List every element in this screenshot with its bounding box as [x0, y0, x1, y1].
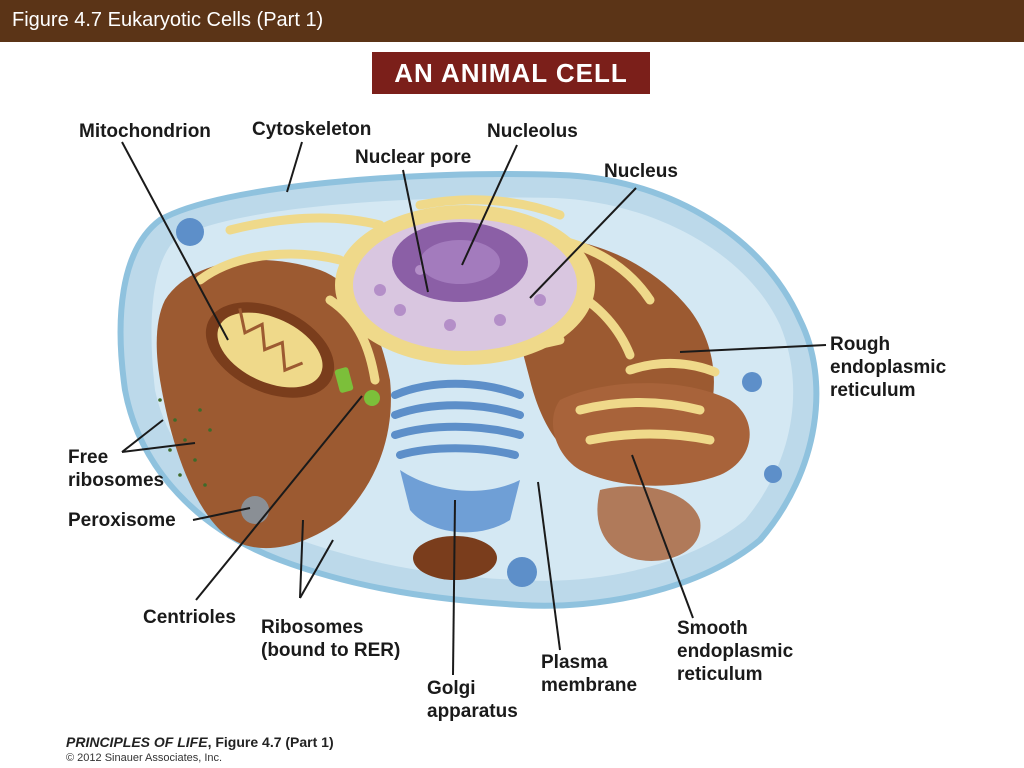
label-ribosomes-line2: (bound to RER)	[261, 640, 401, 661]
figure-reference: , Figure 4.7 (Part 1)	[207, 734, 334, 750]
figure-title: Figure 4.7 Eukaryotic Cells (Part 1)	[12, 9, 324, 31]
label-golgi-line2: apparatus	[427, 701, 518, 722]
centriole-a	[334, 367, 354, 393]
centriole-b	[364, 390, 380, 406]
label-rough-er-line3: reticulum	[830, 380, 916, 401]
leader-lines	[121, 141, 827, 676]
vesicle-1	[176, 218, 204, 246]
brown-lobe-bottom	[597, 486, 701, 561]
vesicle-2	[742, 372, 762, 392]
label-peroxisome: Peroxisome	[68, 510, 176, 531]
label-nucleolus: Nucleolus	[487, 121, 578, 142]
label-rough-er-line1: Rough	[830, 334, 891, 355]
label-free-ribosomes-line1: Free	[68, 447, 109, 468]
label-nucleus: Nucleus	[604, 161, 678, 182]
label-plasma-membrane-line1: Plasma	[541, 652, 608, 673]
copyright-notice: © 2012 Sinauer Associates, Inc.	[66, 752, 223, 764]
label-plasma-membrane-line2: membrane	[541, 675, 638, 696]
label-nuclear-pore: Nuclear pore	[355, 147, 472, 168]
mitochondrion-cristae	[238, 308, 304, 373]
label-cytoskeleton: Cytoskeleton	[252, 119, 372, 140]
title-bar: Figure 4.7 Eukaryotic Cells (Part 1)	[0, 0, 1024, 42]
label-rough-er-line2: endoplasmic	[830, 357, 947, 378]
nucleolus-core	[420, 240, 500, 284]
figure-credit: PRINCIPLES OF LIFE, Figure 4.7 (Part 1)	[66, 734, 334, 750]
label-mitochondrion: Mitochondrion	[79, 121, 211, 142]
book-title: PRINCIPLES OF LIFE	[66, 734, 208, 750]
peroxisome	[241, 496, 269, 524]
vesicle-4	[507, 557, 537, 587]
label-smooth-er-line2: endoplasmic	[677, 641, 794, 662]
golgi-lower	[400, 470, 520, 533]
golgi-stack	[391, 379, 524, 459]
diagram-banner: AN ANIMAL CELL	[372, 52, 650, 94]
label-centrioles: Centrioles	[143, 607, 236, 628]
banner-text: AN ANIMAL CELL	[394, 58, 628, 88]
vesicle-3	[764, 465, 782, 483]
free-ribosome-dots	[158, 398, 212, 487]
label-smooth-er-line3: reticulum	[677, 664, 763, 685]
label-ribosomes-line1: Ribosomes	[261, 617, 364, 638]
label-smooth-er-line1: Smooth	[677, 618, 748, 639]
label-golgi-line1: Golgi	[427, 678, 476, 699]
label-free-ribosomes-line2: ribosomes	[68, 470, 165, 491]
